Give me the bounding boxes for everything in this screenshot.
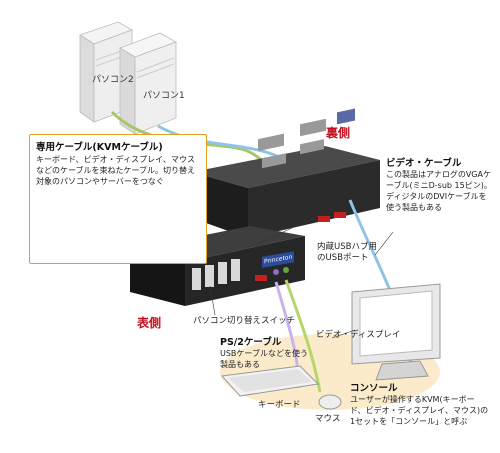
console-title: コンソール <box>350 383 398 394</box>
ps2-cable-block: PS/2ケーブル USBケーブルなどを使う製品もある <box>220 337 312 370</box>
usb-hub-label: 内蔵USBハブ用 のUSBポート <box>317 242 377 263</box>
monitor <box>351 283 441 381</box>
leader-switch <box>209 285 216 316</box>
keyboard-illustration <box>220 365 320 397</box>
leader-video <box>374 231 394 256</box>
pc1-label: パソコン1 <box>143 91 185 101</box>
mouse-illustration <box>318 394 342 410</box>
console-block: コンソール ユーザーが操作するKVM(キーボード、ビデオ・ディスプレイ、マウス)… <box>350 383 490 427</box>
front-label: 表側 <box>137 316 162 330</box>
kvm-cable-callout: 専用ケーブル(KVMケーブル) キーボード、ビデオ・ディスプレイ、マウスなどのケ… <box>29 134 207 264</box>
mouse-label: マウス <box>315 414 341 424</box>
leader-display <box>331 329 356 339</box>
ps2-cable-description: USBケーブルなどを使う製品もある <box>220 349 308 369</box>
console-description: ユーザーが操作するKVM(キーボード、ビデオ・ディスプレイ、マウス)の1セットを… <box>350 395 489 426</box>
keyboard-label: キーボード <box>258 400 301 410</box>
video-cable-description: この製品はアナログのVGAケーブル(ミニD-sub 15ピン)。ディジタルのDV… <box>386 170 492 212</box>
kvm-rear-box <box>192 108 380 238</box>
video-cable-title: ビデオ・ケーブル <box>386 158 462 169</box>
video-cable-block: ビデオ・ケーブル この製品はアナログのVGAケーブル(ミニD-sub 15ピン)… <box>386 158 494 213</box>
switch-label: パソコン切り替えスイッチ <box>193 316 296 326</box>
pc2-label: パソコン2 <box>92 75 134 85</box>
rear-label: 裏側 <box>326 126 351 140</box>
pc1-tower <box>119 32 177 135</box>
kvm-cable-description: キーボード、ビデオ・ディスプレイ、マウスなどのケーブルを束ねたケーブル。切り替え… <box>36 155 196 186</box>
display-label: ビデオ・ディスプレイ <box>316 330 401 340</box>
leader-usb <box>252 213 323 247</box>
ps2-cable-green <box>284 279 322 393</box>
ps2-cable-title: PS/2ケーブル <box>220 337 282 348</box>
kvm-cable-title: 専用ケーブル(KVMケーブル) <box>36 142 163 153</box>
